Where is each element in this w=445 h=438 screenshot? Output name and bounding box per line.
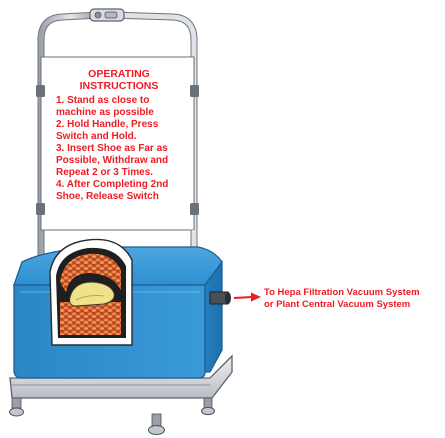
step-3-line-2: Possible, Withdraw and [56, 155, 188, 167]
instruction-step-1: 1. Stand as close to machine as possible [56, 95, 188, 119]
step-3-line-1: 3. Insert Shoe as Far as [56, 143, 188, 155]
step-3-line-3: Repeat 2 or 3 Times. [56, 167, 188, 179]
instructions-title-line2: INSTRUCTIONS [50, 80, 188, 92]
step-1-line-2: machine as possible [56, 107, 188, 119]
step-2-line-1: 2. Hold Handle, Press [56, 119, 188, 131]
vacuum-callout: To Hepa Filtration Vacuum System or Plan… [264, 287, 420, 310]
instructions-title-line1: OPERATING [50, 68, 188, 80]
callout-line-1: To Hepa Filtration Vacuum System [264, 287, 420, 299]
step-4-line-2: Shoe, Release Switch [56, 191, 188, 203]
lower-brush [60, 302, 121, 335]
handle-switch [90, 9, 124, 21]
callout-line-2: or Plant Central Vacuum System [264, 299, 420, 311]
step-1-line-1: 1. Stand as close to [56, 95, 188, 107]
vacuum-outlet [210, 292, 231, 304]
operating-instructions: OPERATING INSTRUCTIONS 1. Stand as close… [50, 68, 188, 203]
instruction-step-3: 3. Insert Shoe as Far as Possible, Withd… [56, 143, 188, 179]
instruction-step-2: 2. Hold Handle, Press Switch and Hold. [56, 119, 188, 143]
step-4-line-1: 4. After Completing 2nd [56, 179, 188, 191]
leveling-feet [10, 398, 215, 435]
outlet-arrow [234, 293, 261, 302]
instructions-title: OPERATING INSTRUCTIONS [50, 68, 188, 92]
instruction-step-4: 4. After Completing 2nd Shoe, Release Sw… [56, 179, 188, 203]
step-2-line-2: Switch and Hold. [56, 131, 188, 143]
brush-cutaway [50, 239, 132, 345]
